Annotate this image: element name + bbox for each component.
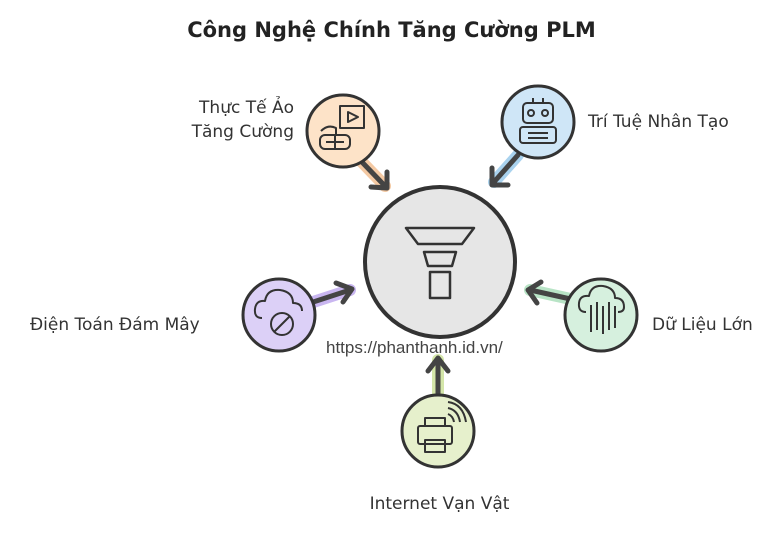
node-bigdata xyxy=(563,277,639,353)
diagram-title: Công Nghệ Chính Tăng Cường PLM xyxy=(187,18,596,42)
node-ai xyxy=(500,84,576,160)
label-iot: Internet Vạn Vật xyxy=(369,494,510,514)
label-ar-line-1: Thực Tế Ảo xyxy=(199,98,294,118)
label-bigdata: Dữ Liệu Lớn xyxy=(652,315,753,335)
center-node xyxy=(363,185,517,339)
ar-headset-icon xyxy=(319,105,365,150)
wireless-printer-icon xyxy=(417,401,467,453)
watermark-url: https://phanthanh.id.vn/ xyxy=(326,338,503,357)
label-ai: Trí Tuệ Nhân Tạo xyxy=(588,112,729,132)
label-ar: Thực Tế Ảo Tăng Cường xyxy=(176,96,294,144)
label-cloud: Điện Toán Đám Mây xyxy=(30,315,200,335)
funnel-icon xyxy=(404,226,476,300)
node-cloud xyxy=(241,277,317,353)
arrow-ar-to-center xyxy=(354,154,391,192)
label-ar-line-2: Tăng Cường xyxy=(191,122,294,142)
cloud-blocked-icon xyxy=(253,288,303,336)
robot-icon xyxy=(519,98,557,144)
arrow-ai-to-center xyxy=(488,149,524,188)
cloud-data-icon xyxy=(577,284,625,334)
node-iot xyxy=(400,393,476,469)
node-ar xyxy=(305,93,381,169)
arrow-iot-to-center xyxy=(425,354,451,401)
